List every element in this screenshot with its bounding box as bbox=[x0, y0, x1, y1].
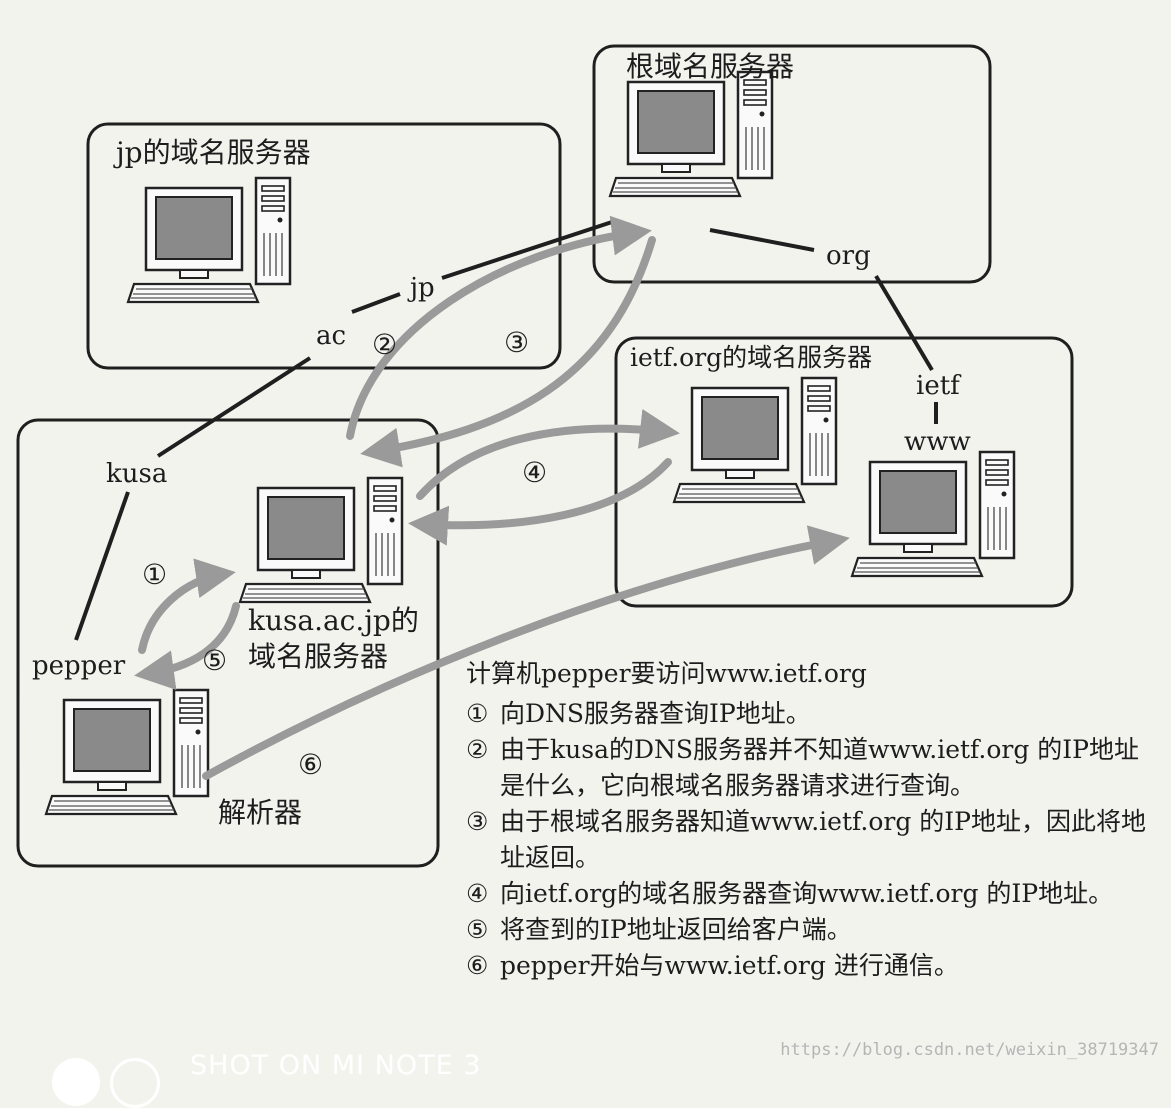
legend-item-2: ② 由于kusa的DNS服务器并不知道www.ietf.org 的IP地址是什么，… bbox=[466, 732, 1156, 804]
legend-intro: 计算机pepper要访问www.ietf.org bbox=[466, 659, 867, 688]
watermark-text: https://blog.csdn.net/weixin_38719347 bbox=[780, 1040, 1159, 1060]
root-server-computer-icon bbox=[608, 70, 774, 198]
legend-item-5: ⑤ 将查到的IP地址返回给客户端。 bbox=[466, 912, 1156, 948]
kusa-server-title-line2: 域名服务器 bbox=[248, 640, 388, 673]
label-kusa: kusa bbox=[106, 459, 167, 489]
legend-item-6: ⑥ pepper开始与www.ietf.org 进行通信。 bbox=[466, 948, 1156, 984]
kusa-server-title-line1: kusa.ac.jp的 bbox=[248, 604, 419, 637]
legend-item-6-text: pepper开始与www.ietf.org 进行通信。 bbox=[500, 951, 959, 980]
ietf-server-box bbox=[614, 336, 1074, 608]
camera-mark-ring-icon bbox=[110, 1058, 160, 1108]
arrow-step-3 bbox=[360, 236, 656, 468]
root-server-box bbox=[592, 44, 992, 284]
step-1-number: ① bbox=[142, 558, 167, 591]
step-3-number: ③ bbox=[504, 326, 529, 359]
arrow-step-4b bbox=[408, 458, 672, 546]
jp-server-computer-icon bbox=[126, 176, 292, 304]
label-ac: ac bbox=[316, 321, 346, 351]
dns-resolution-diagram: 根域名服务器 jp的域名服务器 ietf.org的域名服务器 kusa.ac.j… bbox=[16, 44, 1074, 868]
legend-item-4-number: ④ bbox=[466, 879, 489, 908]
legend-item-6-number: ⑥ bbox=[466, 951, 489, 980]
label-www: www bbox=[904, 427, 971, 457]
domain-tree-lines bbox=[74, 220, 938, 641]
legend-item-1-number: ① bbox=[466, 699, 489, 728]
step-5-number: ⑤ bbox=[202, 644, 227, 677]
ietf-server-computer-icon bbox=[672, 376, 838, 504]
arrow-step-2 bbox=[346, 215, 652, 440]
label-resolver: 解析器 bbox=[218, 796, 302, 829]
legend-item-3: ③ 由于根域名服务器知道www.ietf.org 的IP地址，因此将地址返回。 bbox=[466, 804, 1156, 876]
legend-item-3-number: ③ bbox=[466, 807, 489, 836]
label-jp: jp bbox=[407, 273, 435, 303]
www-server-computer-icon bbox=[850, 450, 1016, 578]
legend-item-1: ① 向DNS服务器查询IP地址。 bbox=[466, 696, 1156, 732]
arrow-step-5 bbox=[134, 602, 240, 691]
label-pepper: pepper bbox=[32, 651, 126, 681]
arrow-step-4a bbox=[416, 409, 680, 500]
jp-server-title: jp的域名服务器 bbox=[113, 136, 311, 169]
kusa-server-computer-icon bbox=[238, 476, 404, 604]
arrow-step-1 bbox=[138, 558, 236, 654]
legend-item-4: ④ 向ietf.org的域名服务器查询www.ietf.org 的IP地址。 bbox=[466, 876, 1156, 912]
root-server-title: 根域名服务器 bbox=[626, 50, 794, 83]
legend-item-5-text: 将查到的IP地址返回给客户端。 bbox=[500, 915, 852, 944]
camera-mark-text: SHOT ON MI NOTE 3 bbox=[190, 1050, 482, 1081]
query-arrows bbox=[134, 215, 850, 780]
ietf-server-title: ietf.org的域名服务器 bbox=[630, 343, 872, 372]
legend-item-3-text: 由于根域名服务器知道www.ietf.org 的IP地址，因此将地址返回。 bbox=[500, 807, 1146, 872]
arrow-step-6 bbox=[202, 525, 850, 780]
pepper-computer-icon bbox=[44, 688, 210, 816]
step-4-number: ④ bbox=[522, 456, 547, 489]
camera-mark-dot-icon bbox=[52, 1058, 100, 1106]
step-6-number: ⑥ bbox=[298, 748, 323, 781]
legend-item-4-text: 向ietf.org的域名服务器查询www.ietf.org 的IP地址。 bbox=[500, 879, 1114, 908]
step-2-number: ② bbox=[372, 328, 397, 361]
legend-item-1-text: 向DNS服务器查询IP地址。 bbox=[500, 699, 811, 728]
local-network-box bbox=[16, 418, 440, 868]
legend: 计算机pepper要访问www.ietf.org ① 向DNS服务器查询IP地址。… bbox=[466, 656, 1156, 984]
label-ietf: ietf bbox=[916, 371, 962, 401]
label-org: org bbox=[826, 241, 871, 271]
legend-item-5-number: ⑤ bbox=[466, 915, 489, 944]
legend-item-2-number: ② bbox=[466, 735, 489, 764]
legend-item-2-text: 由于kusa的DNS服务器并不知道www.ietf.org 的IP地址是什么，它… bbox=[500, 735, 1140, 800]
